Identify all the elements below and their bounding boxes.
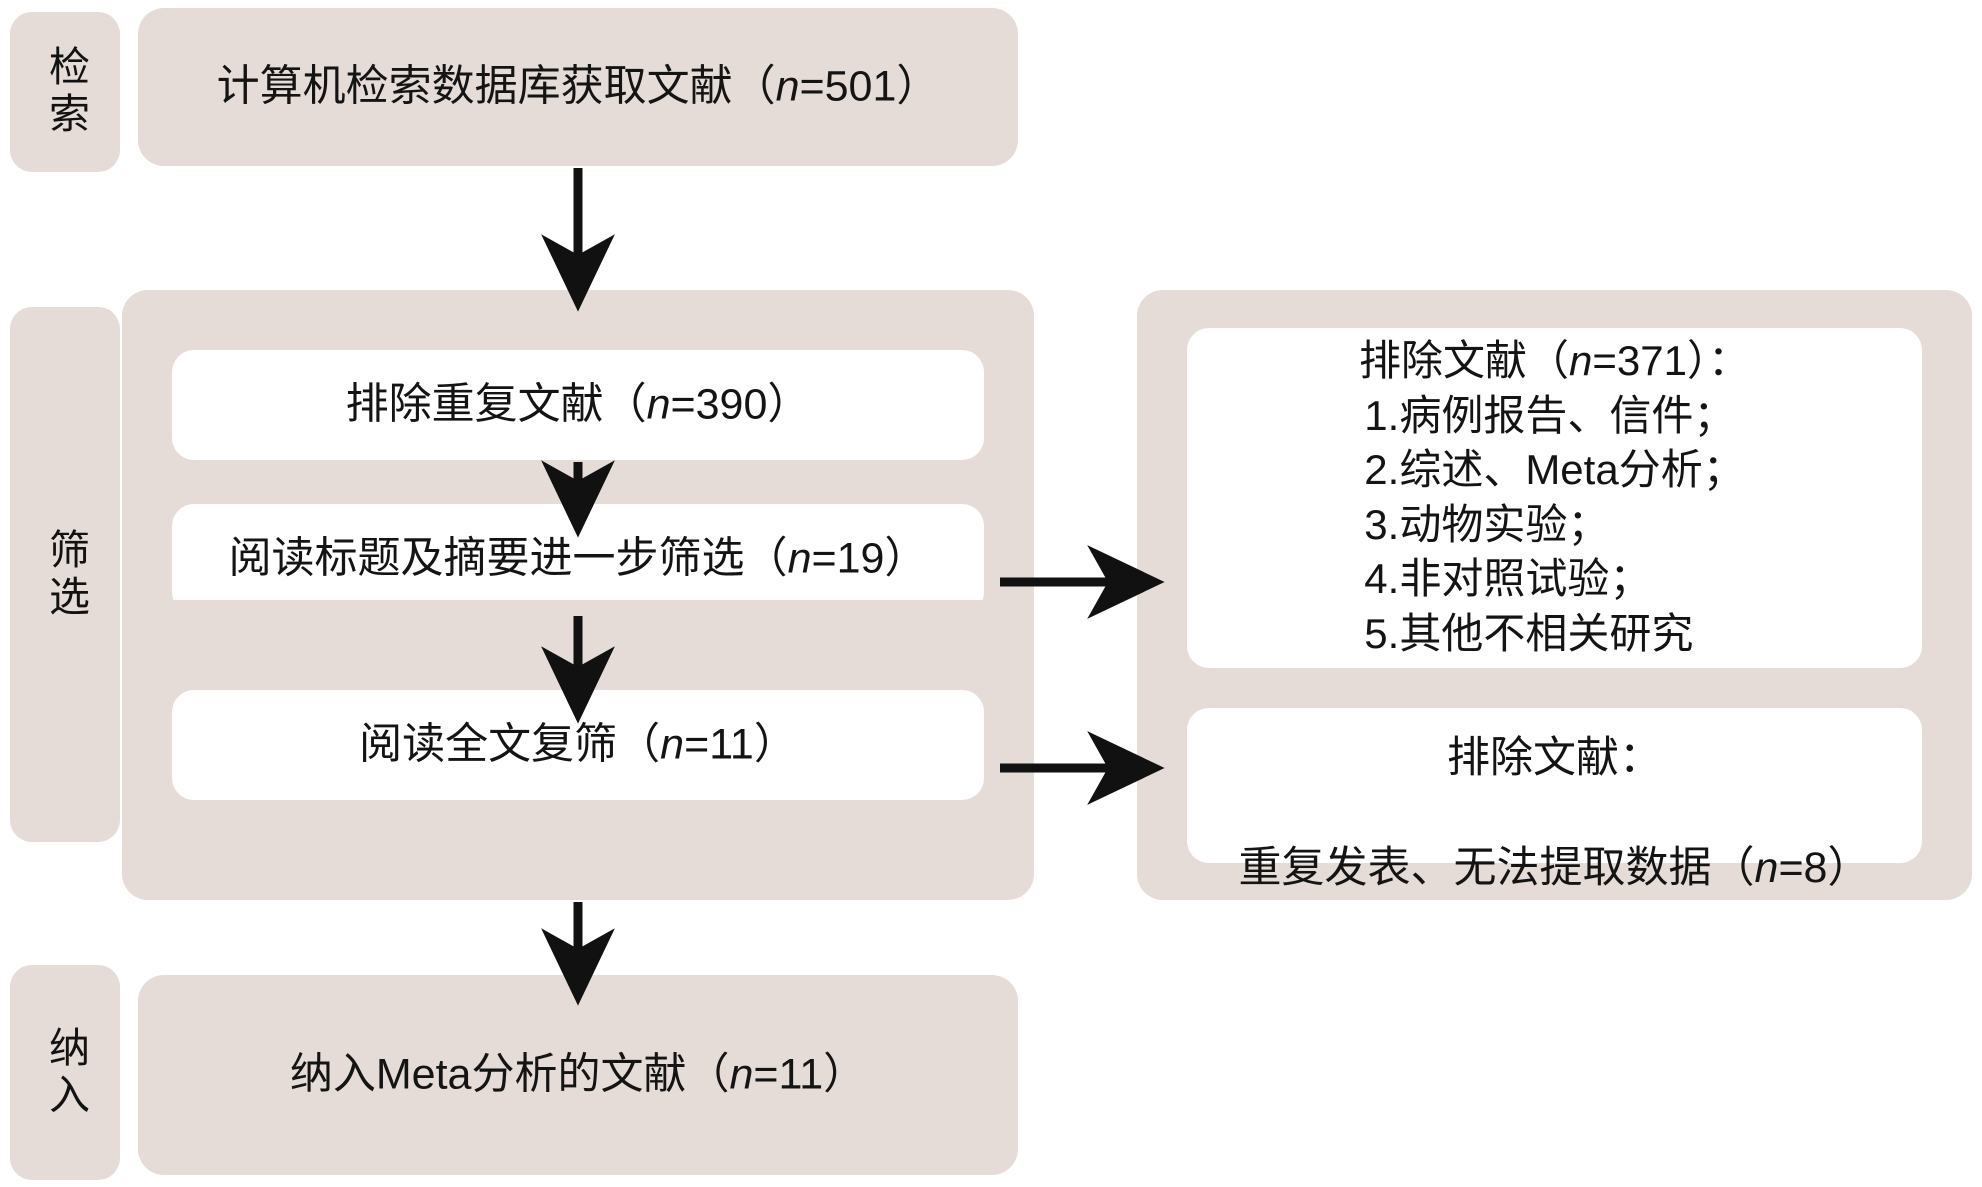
box-exclusion-primary-content: 排除文献（n=371）： 1.病例报告、信件； 2.综述、Meta分析； 3.动… [1187, 334, 1922, 662]
stage-label-screening: 筛选 [10, 307, 120, 842]
stage-label-included: 纳入 [10, 965, 120, 1180]
box-fulltext-screen-surface-text: 阅读全文复筛（n=11） [359, 720, 797, 769]
stage-label-included-text: 纳入 [42, 1025, 89, 1120]
box-exclusion-primary: 排除文献（n=371）： 1.病例报告、信件； 2.综述、Meta分析； 3.动… [1187, 328, 1922, 668]
exclusion-secondary-detail: 重复发表、无法提取数据（n=8） [1238, 843, 1871, 892]
exclusion-primary-item-4: 4.非对照试验； [1364, 555, 1652, 603]
box-title-abstract-screen-text: 阅读标题及摘要进一步筛选（n=19） [228, 534, 928, 583]
exclusion-secondary-header: 排除文献： [1447, 733, 1662, 782]
box-fulltext-screen-surface: 阅读全文复筛（n=11） [172, 690, 984, 800]
box-exclusion-secondary-content: 排除文献： 重复发表、无法提取数据（n=8） [1187, 675, 1922, 895]
stage-label-search-text: 检索 [42, 45, 89, 139]
box-exclusion-secondary: 排除文献： 重复发表、无法提取数据（n=8） [1187, 708, 1922, 892]
box-identification-text: 计算机检索数据库获取文献（n=501） [216, 62, 940, 111]
exclusion-primary-item-5: 5.其他不相关研究 [1364, 610, 1694, 658]
box-deduplication: 排除重复文献（n=390） [172, 350, 984, 460]
exclusion-primary-item-1: 1.病例报告、信件； [1364, 391, 1736, 439]
box-identification: 计算机检索数据库获取文献（n=501） [138, 8, 1018, 166]
exclusion-primary-header: 排除文献（n=371）： [1359, 337, 1750, 385]
exclusion-primary-list: 1.病例报告、信件； 2.综述、Meta分析； 3.动物实验； 4.非对照试验；… [1364, 389, 1744, 662]
exclusion-primary-item-2: 2.综述、Meta分析； [1364, 446, 1745, 494]
stage-label-screening-text: 筛选 [42, 527, 89, 622]
box-included: 纳入Meta分析的文献（n=11） [138, 975, 1018, 1175]
exclusion-primary-item-3: 3.动物实验； [1364, 501, 1610, 548]
box-deduplication-text: 排除重复文献（n=390） [345, 380, 811, 429]
stage-label-search: 检索 [10, 12, 120, 172]
box-included-text: 纳入Meta分析的文献（n=11） [289, 1050, 867, 1099]
box-title-abstract-screen: 阅读标题及摘要进一步筛选（n=19） [172, 504, 984, 614]
